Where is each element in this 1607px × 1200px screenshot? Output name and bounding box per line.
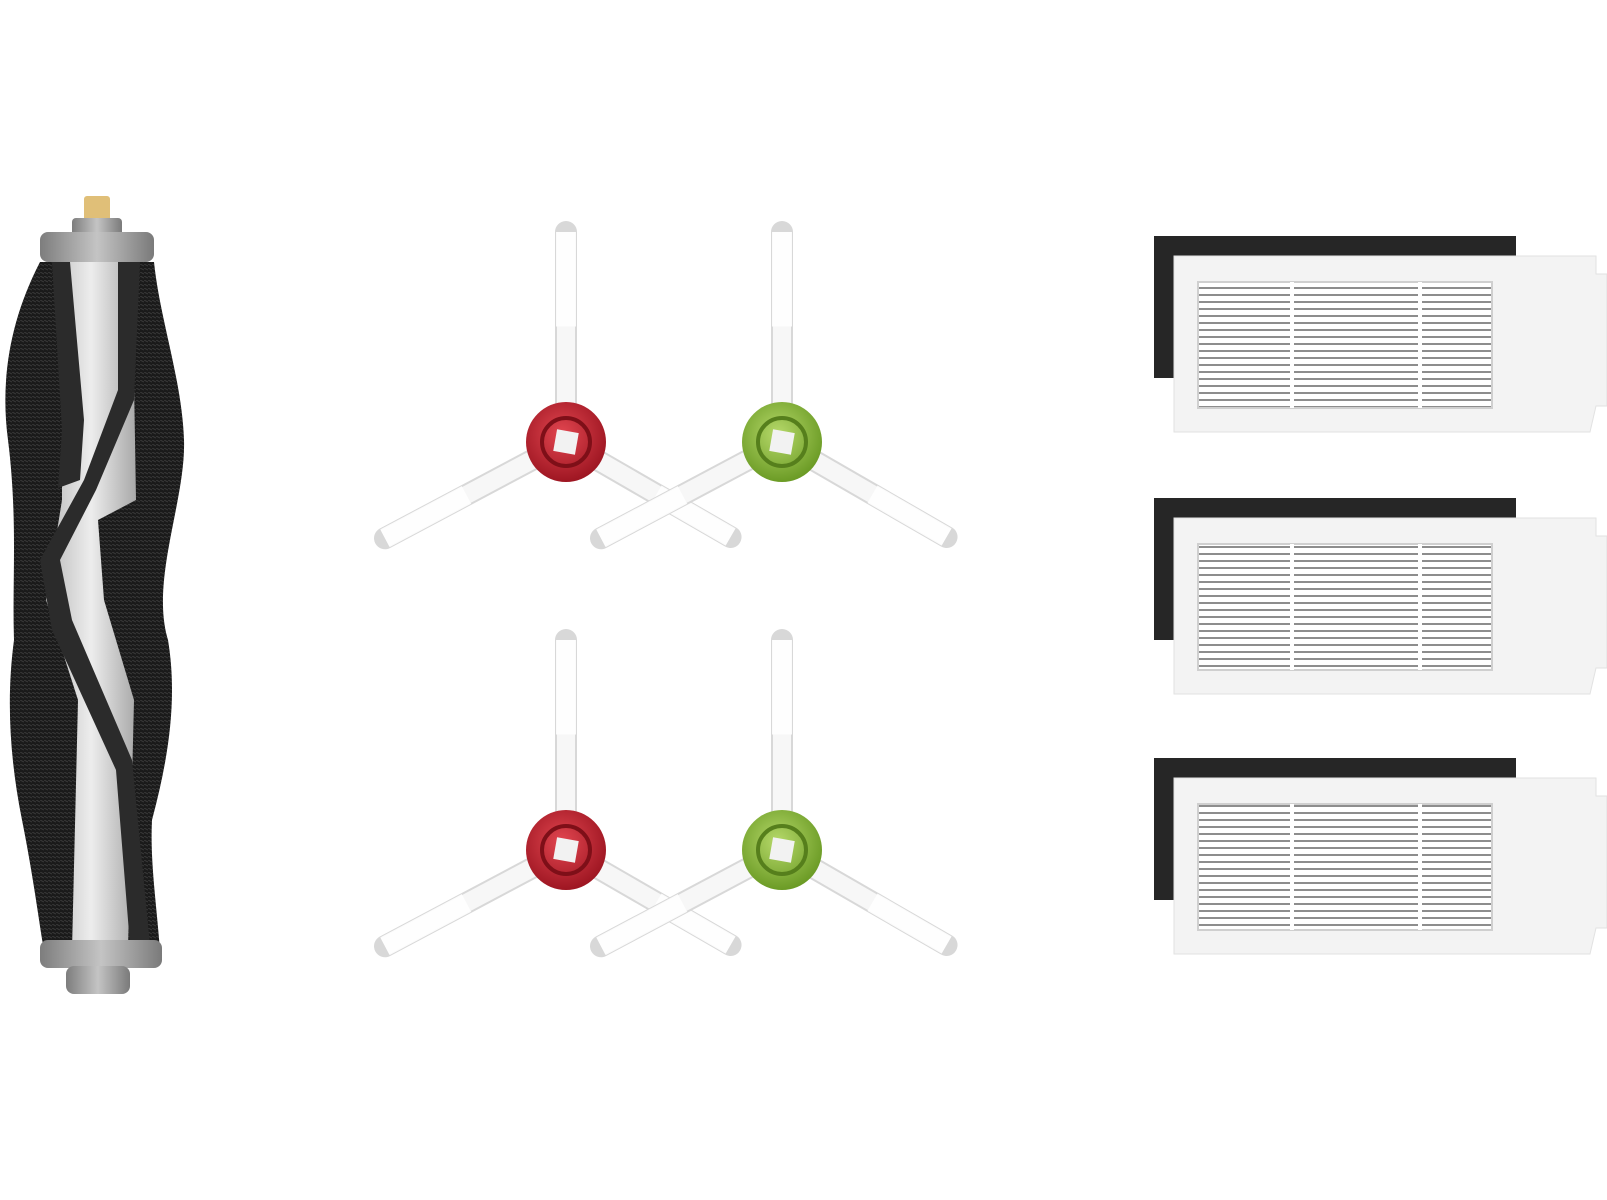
side-brush-hub [526, 402, 606, 482]
roller-rubber-blade [40, 262, 150, 945]
hepa-filter [1154, 236, 1607, 433]
side-brush-green [589, 221, 958, 550]
side-brush-red [373, 629, 742, 958]
hepa-filter [1154, 498, 1607, 695]
side-brush-red [373, 221, 742, 550]
filter-pleats [1197, 803, 1493, 931]
side-brush-hub [526, 810, 606, 890]
roller-top-cap [40, 232, 154, 262]
side-brush-hub [742, 810, 822, 890]
main-roller-brush [5, 196, 185, 994]
hepa-filter [1154, 758, 1607, 955]
side-brush-green [589, 629, 958, 958]
side-brush-hub [742, 402, 822, 482]
filter-pleats [1197, 543, 1493, 671]
roller-axle [84, 196, 110, 222]
filters-group [1154, 236, 1607, 955]
side-brushes-group [373, 221, 958, 958]
filter-pleats [1197, 281, 1493, 409]
roller-bottom-cap [40, 940, 162, 968]
